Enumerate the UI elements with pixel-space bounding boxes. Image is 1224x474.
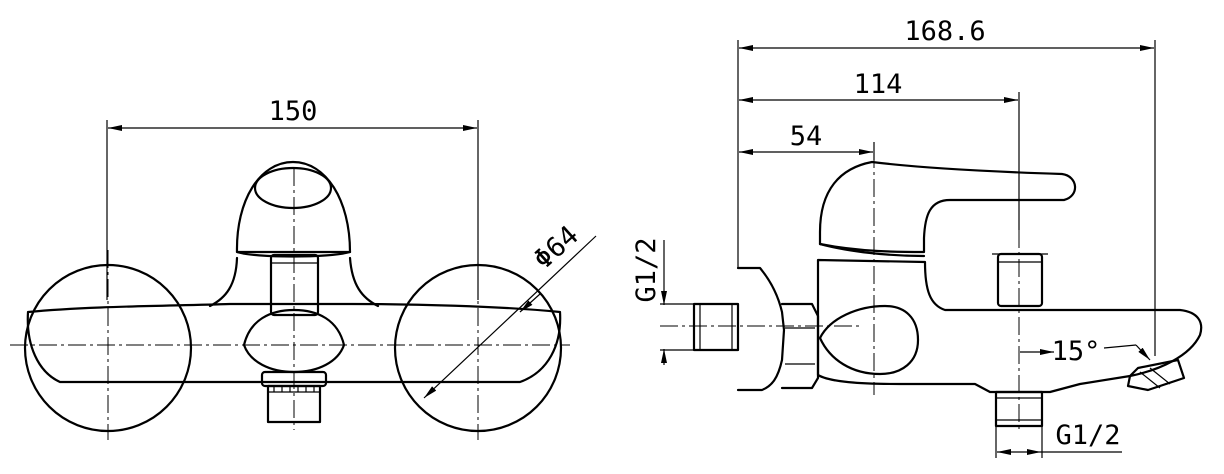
lever-cap-rim (818, 242, 926, 258)
hex-connector (780, 302, 820, 390)
inlet-thread (692, 302, 740, 352)
side-inner-label: 54 (790, 121, 823, 152)
front-view: 150 Φ64 (10, 96, 597, 440)
side-mid-label: 114 (854, 69, 903, 100)
side-view: 168.6 114 54 G1/2 G1/2 15° (631, 16, 1203, 458)
handle-cap-top (253, 166, 333, 210)
side-angle-label: 15° (1052, 336, 1101, 367)
spout-nose (1126, 358, 1186, 392)
side-outlet-thread-label: G1/2 (1055, 420, 1120, 451)
side-body (816, 258, 1203, 394)
wall-flange (736, 266, 786, 392)
handle-cap (235, 160, 352, 254)
front-width-label: 150 (269, 96, 318, 127)
cartridge-neck (208, 256, 380, 308)
side-overall-label: 168.6 (904, 16, 985, 47)
side-inlet-thread-label: G1/2 (631, 237, 662, 302)
handle-cap-rim (235, 250, 352, 258)
side-bulb (818, 304, 920, 376)
front-diameter-label: Φ64 (528, 220, 585, 276)
lever-handle (818, 160, 1077, 254)
